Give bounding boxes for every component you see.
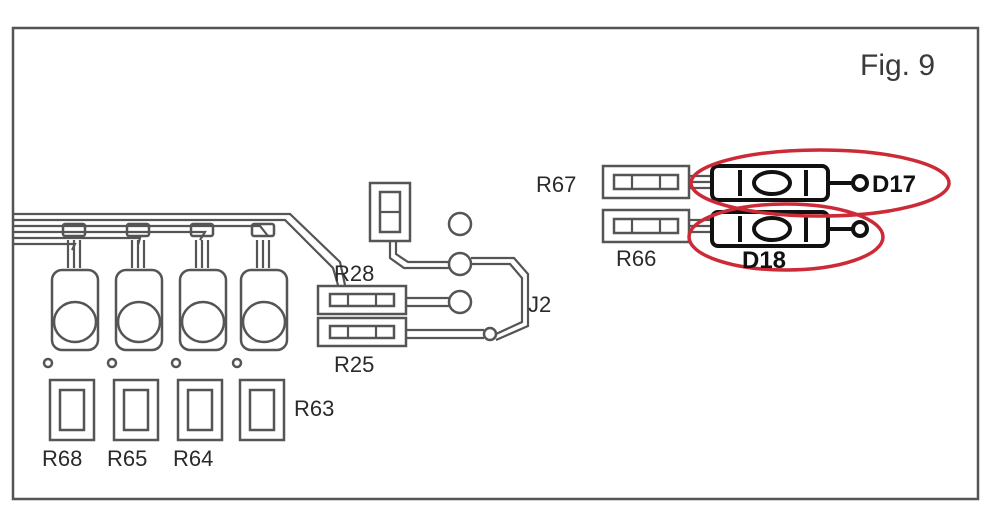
label-d17: D17: [872, 171, 916, 198]
label-r65: R65: [107, 446, 147, 471]
highlight-ellipse-d17: [689, 148, 951, 218]
component-column-r64: [170, 222, 228, 442]
resistor-r67: [601, 164, 712, 200]
label-r64: R64: [173, 446, 213, 471]
label-r66: R66: [616, 246, 656, 271]
component-column-r65: [106, 222, 164, 442]
label-j2: J2: [528, 292, 551, 317]
highlight-ellipse-d18: [687, 202, 885, 272]
label-r25: R25: [334, 352, 374, 377]
label-r67: R67: [536, 172, 576, 197]
connector-j2: [388, 211, 530, 342]
component-column-r63: [231, 222, 289, 442]
label-r63: R63: [294, 396, 334, 421]
component-column-r68: [42, 222, 100, 442]
resistor-r25: [316, 316, 408, 348]
figure-label: Fig. 9: [860, 49, 935, 82]
diode-d18: [710, 210, 869, 248]
label-r28: R28: [334, 261, 374, 286]
figure-frame: [11, 26, 980, 501]
label-r68: R68: [42, 446, 82, 471]
vertical-component: [368, 181, 412, 243]
resistor-r28: [316, 284, 408, 316]
diode-d17: [710, 164, 869, 202]
label-d18: D18: [742, 247, 786, 274]
